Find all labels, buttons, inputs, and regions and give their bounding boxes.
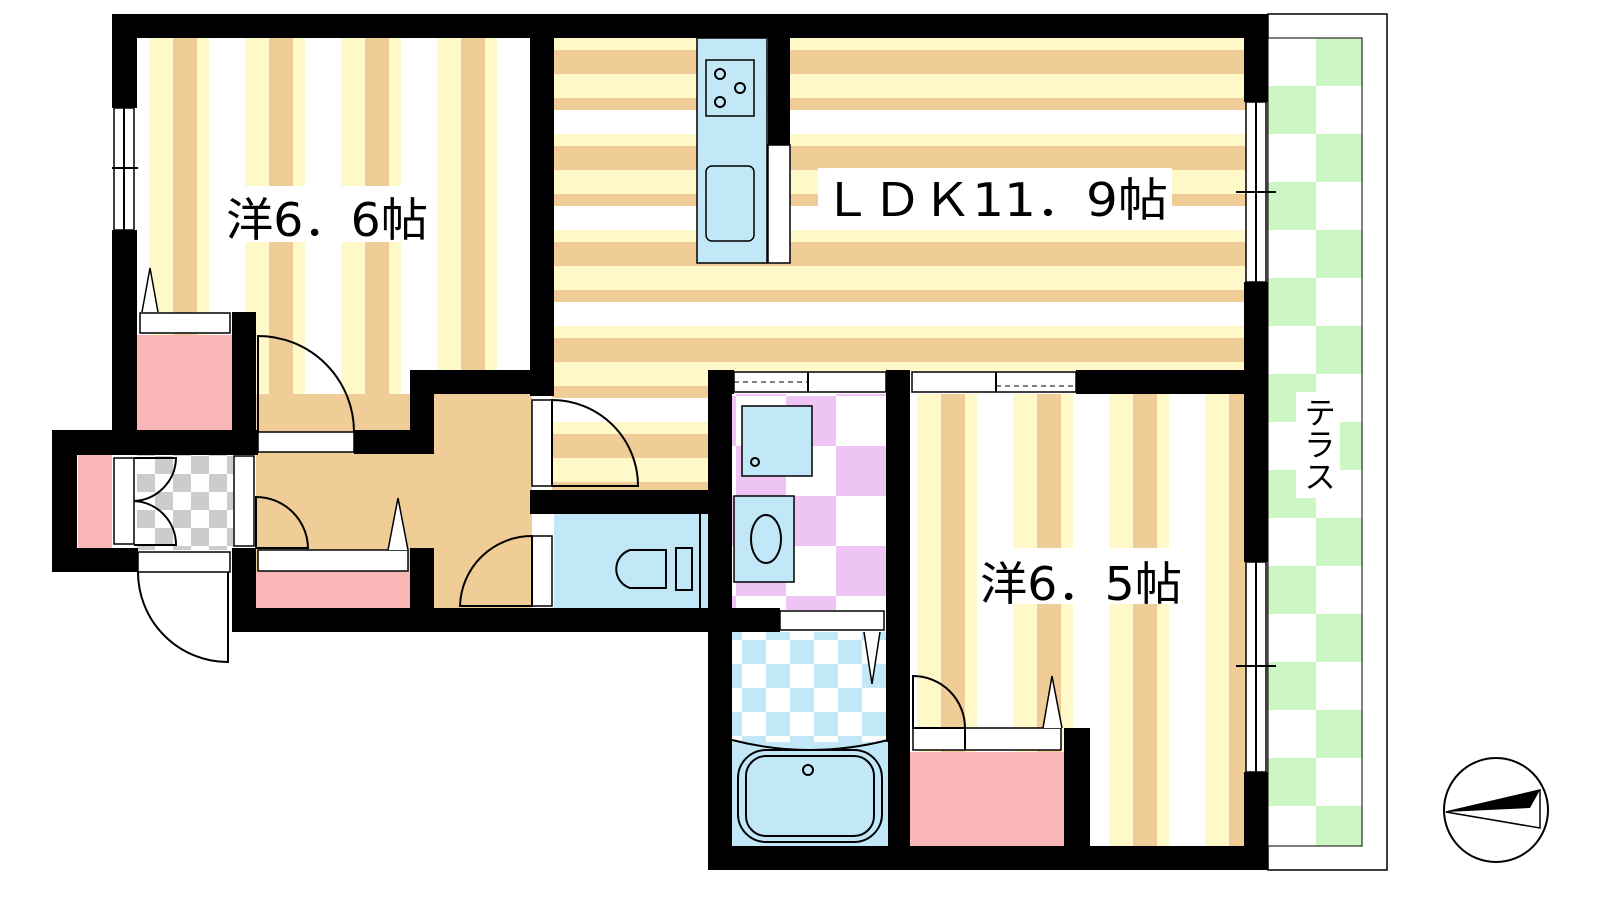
- sink-icon: [705, 165, 755, 242]
- door[interactable]: [531, 398, 640, 487]
- window: [1236, 101, 1276, 283]
- closet: [137, 335, 232, 430]
- room-label-western-6-5: 洋6．5帖: [980, 557, 1182, 611]
- closet-door[interactable]: [912, 727, 1062, 751]
- kitchen-counter: [696, 37, 791, 264]
- closet-door[interactable]: [257, 549, 409, 572]
- washbasin-icon: [733, 495, 795, 583]
- entrance: [137, 455, 233, 550]
- terrace-label: テラス: [1299, 396, 1337, 492]
- north-arrow-icon: [1443, 757, 1549, 863]
- bathtub-icon: [731, 739, 889, 846]
- door[interactable]: [233, 455, 310, 549]
- door[interactable]: [257, 334, 355, 453]
- walls: [52, 14, 1268, 870]
- door[interactable]: [912, 674, 967, 750]
- toilet-room: [554, 514, 710, 610]
- sliding-door[interactable]: [911, 371, 1077, 393]
- door[interactable]: [458, 534, 553, 607]
- closet: [910, 752, 1064, 846]
- washing-machine-icon: [741, 405, 813, 477]
- room-label-western-6-6: 洋6．6帖: [226, 193, 428, 247]
- closet-door[interactable]: [139, 312, 231, 334]
- closet: [256, 572, 410, 608]
- shoe-closet: [78, 455, 112, 548]
- window: [112, 107, 138, 231]
- toilet-icon: [615, 514, 701, 608]
- entrance-door[interactable]: [137, 551, 231, 664]
- shoe-closet-door[interactable]: [113, 457, 178, 546]
- sliding-door[interactable]: [733, 371, 887, 393]
- room-label-ldk: ＬＤＫ11．9帖: [822, 173, 1168, 227]
- stove-icon: [705, 59, 755, 117]
- window: [1236, 561, 1276, 773]
- bathroom-door[interactable]: [779, 610, 885, 685]
